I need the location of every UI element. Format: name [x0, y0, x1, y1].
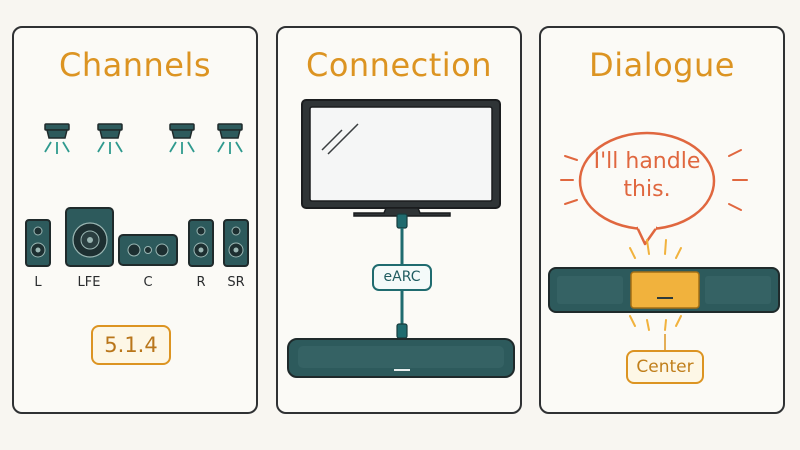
speaker-label-r: R: [196, 275, 206, 290]
connection-illustration: [287, 99, 515, 378]
channels-illustration: [25, 123, 249, 267]
speaker-label-sr: SR: [227, 275, 245, 290]
ceiling-speaker-icon: [97, 123, 123, 154]
speaker-label-c: C: [143, 275, 153, 290]
soundbar-center-icon: [548, 267, 780, 313]
sound-lines-icon: [560, 149, 748, 211]
channels-panel: Channels: [12, 26, 258, 414]
center-speaker-icon: [118, 234, 178, 266]
highlight-rays-icon: [629, 239, 682, 331]
earc-tag: eARC: [372, 264, 432, 291]
connection-title: Connection: [305, 46, 493, 84]
connection-panel: Connection eARC: [276, 26, 522, 414]
right-speaker-icon: [188, 219, 214, 267]
left-speaker-icon: [25, 219, 51, 267]
surround-right-speaker-icon: [223, 219, 249, 267]
soundbar-icon: [287, 338, 515, 378]
dialogue-illustration: [548, 131, 780, 350]
ceiling-speaker-icon: [217, 123, 243, 154]
subwoofer-icon: [65, 207, 114, 267]
speaker-label-l: L: [34, 275, 42, 290]
channels-title: Channels: [58, 46, 212, 84]
earc-cable: [396, 213, 408, 339]
tv-icon: [301, 99, 501, 217]
ceiling-speaker-icon: [169, 123, 195, 154]
speaker-label-lfe: LFE: [77, 275, 101, 290]
center-tag: Center: [626, 350, 704, 384]
dialogue-panel: Dialogue: [539, 26, 785, 414]
ceiling-speaker-icon: [44, 123, 70, 154]
speech-bubble-icon: [578, 131, 716, 246]
channel-config-badge: 5.1.4: [91, 325, 171, 365]
dialogue-title: Dialogue: [589, 46, 735, 84]
speech-bubble-text: I'll handle this.: [593, 149, 701, 202]
